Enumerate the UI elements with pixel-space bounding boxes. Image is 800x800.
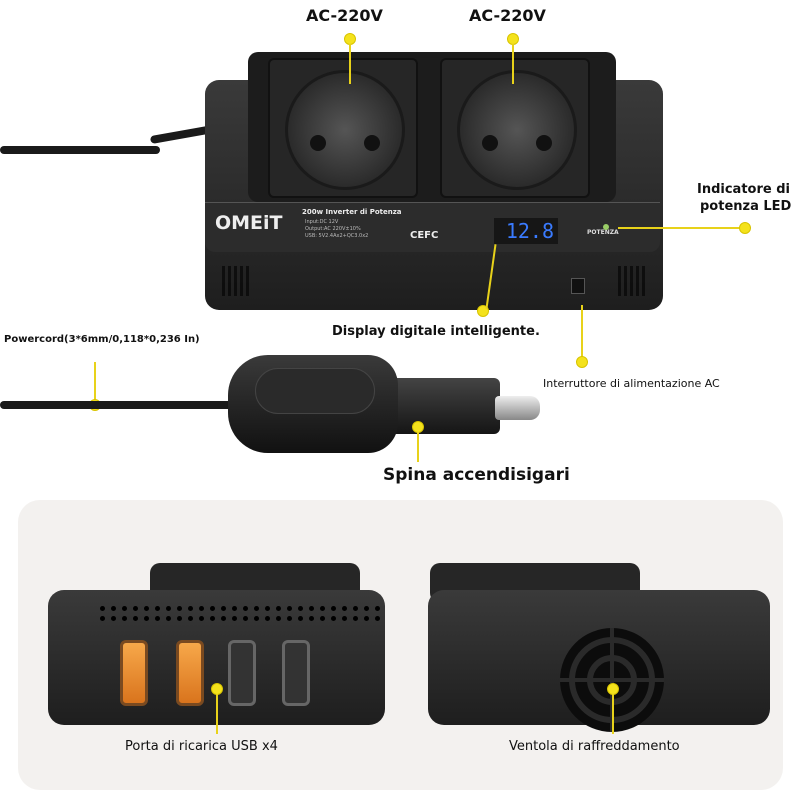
ac-left-label: AC-220V <box>306 6 383 25</box>
vent-hole <box>199 616 204 621</box>
power-switch-label: Interruttore di alimentazione AC <box>543 377 720 390</box>
vent-hole <box>364 616 369 621</box>
vent-hole <box>309 616 314 621</box>
vent-hole <box>111 606 116 611</box>
spec-output: Output:AC 220V±10% <box>305 226 361 232</box>
vent-hole <box>210 606 215 611</box>
plug-label: Spina accendisigari <box>383 465 570 485</box>
vent-hole <box>265 616 270 621</box>
cert-mark: CEFC <box>410 230 439 241</box>
usb-label: Porta di ricarica USB x4 <box>125 739 278 754</box>
vent-hole <box>243 606 248 611</box>
usb-port-4 <box>282 640 310 706</box>
plug-grip <box>255 368 375 414</box>
vent-hole <box>353 616 358 621</box>
vent-hole <box>254 616 259 621</box>
display-value: 12.8 <box>505 219 554 243</box>
vent-hole <box>254 606 259 611</box>
vent-hole <box>188 616 193 621</box>
front-panel <box>205 202 660 252</box>
vent-hole <box>331 616 336 621</box>
led-indicator-label-2: potenza LED <box>700 199 792 214</box>
vent-hole <box>221 606 226 611</box>
callout-dot <box>576 356 588 368</box>
vent-hole <box>232 606 237 611</box>
plug-cable <box>0 401 235 409</box>
vent-hole <box>155 616 160 621</box>
vent-hole <box>177 606 182 611</box>
vent-hole <box>375 606 380 611</box>
vent-hole <box>144 606 149 611</box>
vent-hole <box>166 606 171 611</box>
vent-hole <box>188 606 193 611</box>
vent-hole <box>122 616 127 621</box>
vent-hole <box>111 616 116 621</box>
ac-socket-right <box>440 58 590 198</box>
model-title: 200w Inverter di Potenza <box>302 208 402 216</box>
powercord-label: Powercord(3*6mm/0,118*0,236 In) <box>4 334 200 345</box>
usb-port-qc-1 <box>120 640 148 706</box>
vent-hole <box>353 606 358 611</box>
vent-hole <box>331 606 336 611</box>
vent-hole <box>210 616 215 621</box>
vent-hole <box>166 616 171 621</box>
vent-hole <box>364 606 369 611</box>
spec-usb: USB: 5V2.4Ax2+QC3.0x2 <box>305 233 369 239</box>
vent-hole <box>177 616 182 621</box>
vent-hole <box>144 616 149 621</box>
vent-hole <box>100 606 105 611</box>
vent-hole <box>232 616 237 621</box>
vent-holes-icon <box>100 606 380 621</box>
power-switch[interactable] <box>571 278 585 294</box>
vent-hole <box>100 616 105 621</box>
vent-hole <box>298 606 303 611</box>
vent-hole <box>133 606 138 611</box>
vent-left-icon <box>222 266 250 296</box>
power-led-icon <box>603 224 609 230</box>
vent-hole <box>298 616 303 621</box>
vent-hole <box>199 606 204 611</box>
callout-dot <box>739 222 751 234</box>
led-indicator-label-1: Indicatore di <box>697 182 790 197</box>
vent-hole <box>287 606 292 611</box>
brand-logo: OMEiT <box>215 212 283 234</box>
vent-hole <box>243 616 248 621</box>
vent-hole <box>276 606 281 611</box>
ac-right-label: AC-220V <box>469 6 546 25</box>
digital-display: 12.8 <box>494 218 558 244</box>
plug-neck <box>380 378 500 434</box>
spec-input: Input:DC 12V <box>305 219 339 225</box>
power-cable <box>0 146 160 154</box>
vent-hole <box>309 606 314 611</box>
vent-hole <box>155 606 160 611</box>
vent-hole <box>375 616 380 621</box>
usb-port-3 <box>228 640 256 706</box>
vent-hole <box>265 606 270 611</box>
vent-hole <box>221 616 226 621</box>
vent-hole <box>133 616 138 621</box>
led-label: POTENZA <box>587 229 619 236</box>
vent-hole <box>342 606 347 611</box>
display-label: Display digitale intelligente. <box>332 324 540 339</box>
vent-hole <box>122 606 127 611</box>
vent-hole <box>320 606 325 611</box>
vent-hole <box>342 616 347 621</box>
vent-hole <box>320 616 325 621</box>
ac-socket-left <box>268 58 418 198</box>
usb-port-qc-2 <box>176 640 204 706</box>
vent-right-icon <box>618 266 646 296</box>
fan-label: Ventola di raffreddamento <box>509 739 680 754</box>
vent-hole <box>287 616 292 621</box>
plug-tip <box>495 396 540 420</box>
vent-hole <box>276 616 281 621</box>
